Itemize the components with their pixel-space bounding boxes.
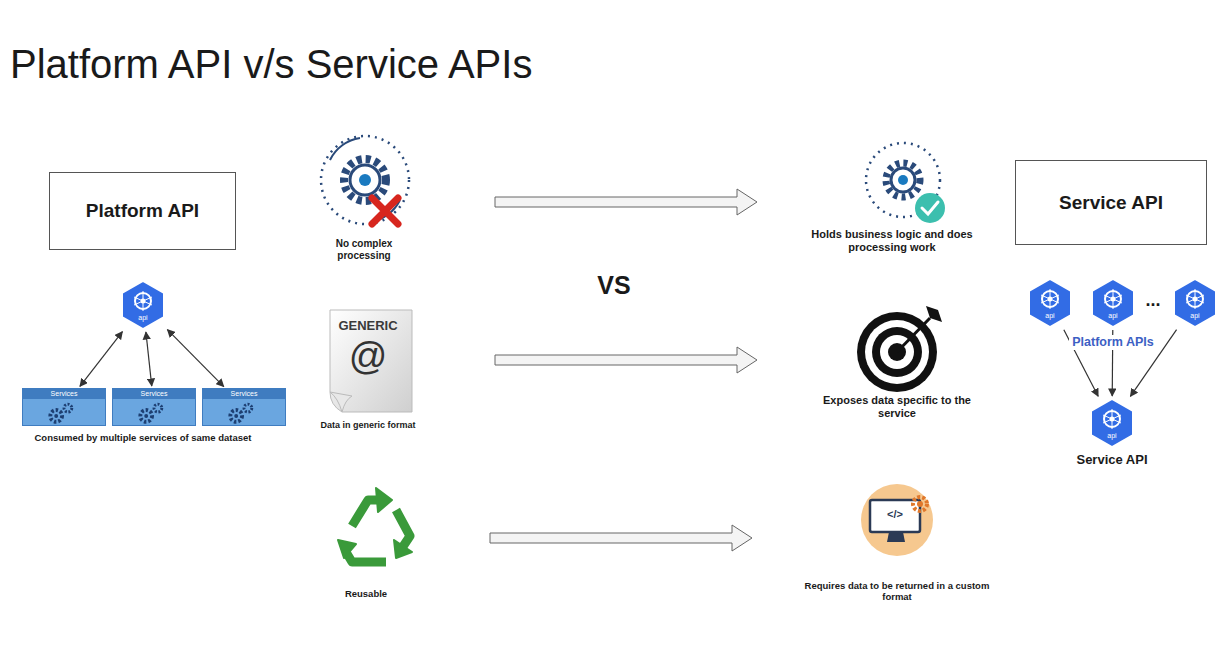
caption-text: GENERIC [328,318,408,334]
api-label: api [1089,432,1135,439]
gear-art [203,399,285,427]
gear-art [23,399,105,427]
api-hexagon: api [120,280,166,330]
hexagon-shape [1027,278,1073,328]
api-hexagon: apiService API [1057,398,1167,470]
hexagon-heading: Service API [1057,452,1167,467]
computer-icon [861,484,933,556]
title: Platform API v/s Service APIs [10,42,532,87]
caption-text: Requires data to be returned in a custom… [797,580,997,603]
service-label: Services [23,389,105,399]
hexagon-holder: api [1090,278,1136,328]
caption-text: Holds business logic and does processing… [787,228,997,254]
api-label: api [1090,312,1136,319]
service-label: Services [203,389,285,399]
hexagon-holder: api [1027,278,1073,328]
connector [167,330,223,387]
caption-text: </> [875,508,915,521]
api-label: api [1027,312,1073,319]
title-box: Service API [1015,160,1207,245]
gear-art [113,399,195,427]
api-hexagon: api [1172,278,1218,328]
hexagon-shape [120,280,166,330]
service-box: Services [202,388,286,426]
caption-text: Consumed by multiple services of same da… [33,432,253,443]
hexagon-holder: api [120,280,166,330]
recycle-icon [338,488,412,562]
target-icon [857,306,942,392]
box-label: Service API [1059,192,1163,214]
connector [146,332,152,386]
caption-text: Exposes data specific to the service [807,394,987,420]
caption-text: Platform APIs [1069,335,1157,350]
caption-text: Reusable [326,588,406,599]
caption-text: Data in generic format [308,420,428,431]
api-label: api [120,314,166,321]
box-label: Platform API [86,200,199,222]
api-label: api [1172,312,1218,319]
title-box: Platform API [49,172,236,250]
block-arrow [490,525,752,551]
block-arrow [495,189,757,215]
gear-icon [321,136,409,224]
service-box: Services [22,388,106,426]
hexagon-holder: api [1172,278,1218,328]
api-hexagon: api [1090,278,1136,328]
block-arrow [495,347,757,373]
hexagon-shape [1089,398,1135,448]
api-hexagon: api [1027,278,1073,328]
caption-text: @ [338,334,398,380]
service-box: Services [112,388,196,426]
hexagon-shape [1090,278,1136,328]
caption-text: VS [584,270,644,300]
service-label: Services [113,389,195,399]
hexagon-holder: api [1089,398,1135,448]
caption-text: No complex processing [314,238,414,262]
caption-text: ... [1138,290,1168,312]
gear-check-icon [866,143,945,223]
hexagon-shape [1172,278,1218,328]
connector [80,332,122,387]
